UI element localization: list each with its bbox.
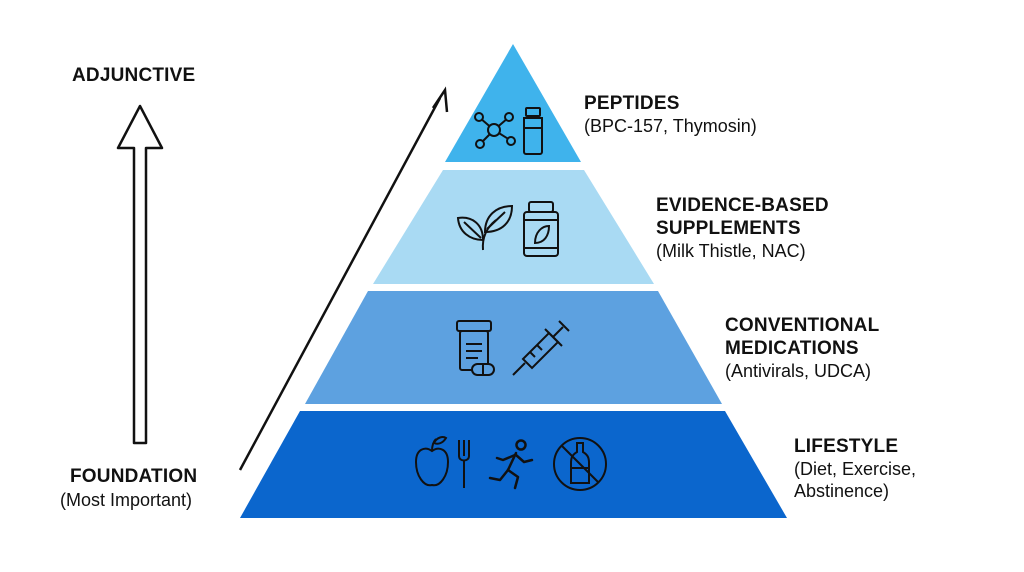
foundation-label: FOUNDATION — [70, 466, 198, 487]
tier-supplements-detail: (Milk Thistle, NAC) — [656, 241, 806, 261]
supplement-jar-icon — [523, 201, 559, 257]
tier-lifestyle-detail-1: (Diet, Exercise, — [794, 459, 917, 479]
tier-peptides-detail: (BPC-157, Thymosin) — [584, 116, 757, 136]
tier-medications-title-2: MEDICATIONS — [725, 338, 859, 359]
syringe-icon — [512, 320, 570, 376]
runner-icon — [488, 439, 534, 490]
pill-bottle-icon — [456, 320, 495, 376]
adjunctive-label: ADJUNCTIVE — [72, 65, 196, 86]
tier-supplements-label: EVIDENCE-BASED SUPPLEMENTS (Milk Thistle… — [656, 194, 829, 262]
tier-lifestyle-band — [240, 411, 787, 518]
tier-medications-label: CONVENTIONAL MEDICATIONS (Antivirals, UD… — [725, 314, 879, 382]
apple-icon — [414, 436, 450, 487]
hollow-up-arrow-icon — [116, 104, 164, 445]
tier-medications-detail: (Antivirals, UDCA) — [725, 361, 872, 381]
tier-peptides-label: PEPTIDES (BPC-157, Thymosin) — [584, 92, 757, 137]
tier-lifestyle-label: LIFESTYLE (Diet, Exercise, Abstinence) — [794, 435, 916, 502]
diagonal-arrow-icon — [238, 86, 449, 471]
tier-supplements-title-2: SUPPLEMENTS — [656, 218, 801, 239]
leaves-icon — [456, 204, 514, 251]
no-alcohol-icon — [553, 437, 607, 491]
tier-supplements-band — [373, 170, 654, 284]
foundation-note: (Most Important) — [60, 490, 193, 510]
tier-medications-title-1: CONVENTIONAL — [725, 315, 880, 336]
tier-lifestyle-detail-2: Abstinence) — [794, 481, 890, 501]
molecule-icon — [474, 112, 516, 149]
tier-supplements-title-1: EVIDENCE-BASED — [656, 195, 829, 216]
tier-peptides-title: PEPTIDES — [584, 93, 680, 114]
tier-lifestyle-title: LIFESTYLE — [794, 436, 899, 457]
tier-peptides-band — [445, 44, 581, 162]
tier-medications-band — [305, 291, 722, 404]
fork-icon — [458, 440, 470, 488]
vial-icon — [523, 107, 543, 155]
